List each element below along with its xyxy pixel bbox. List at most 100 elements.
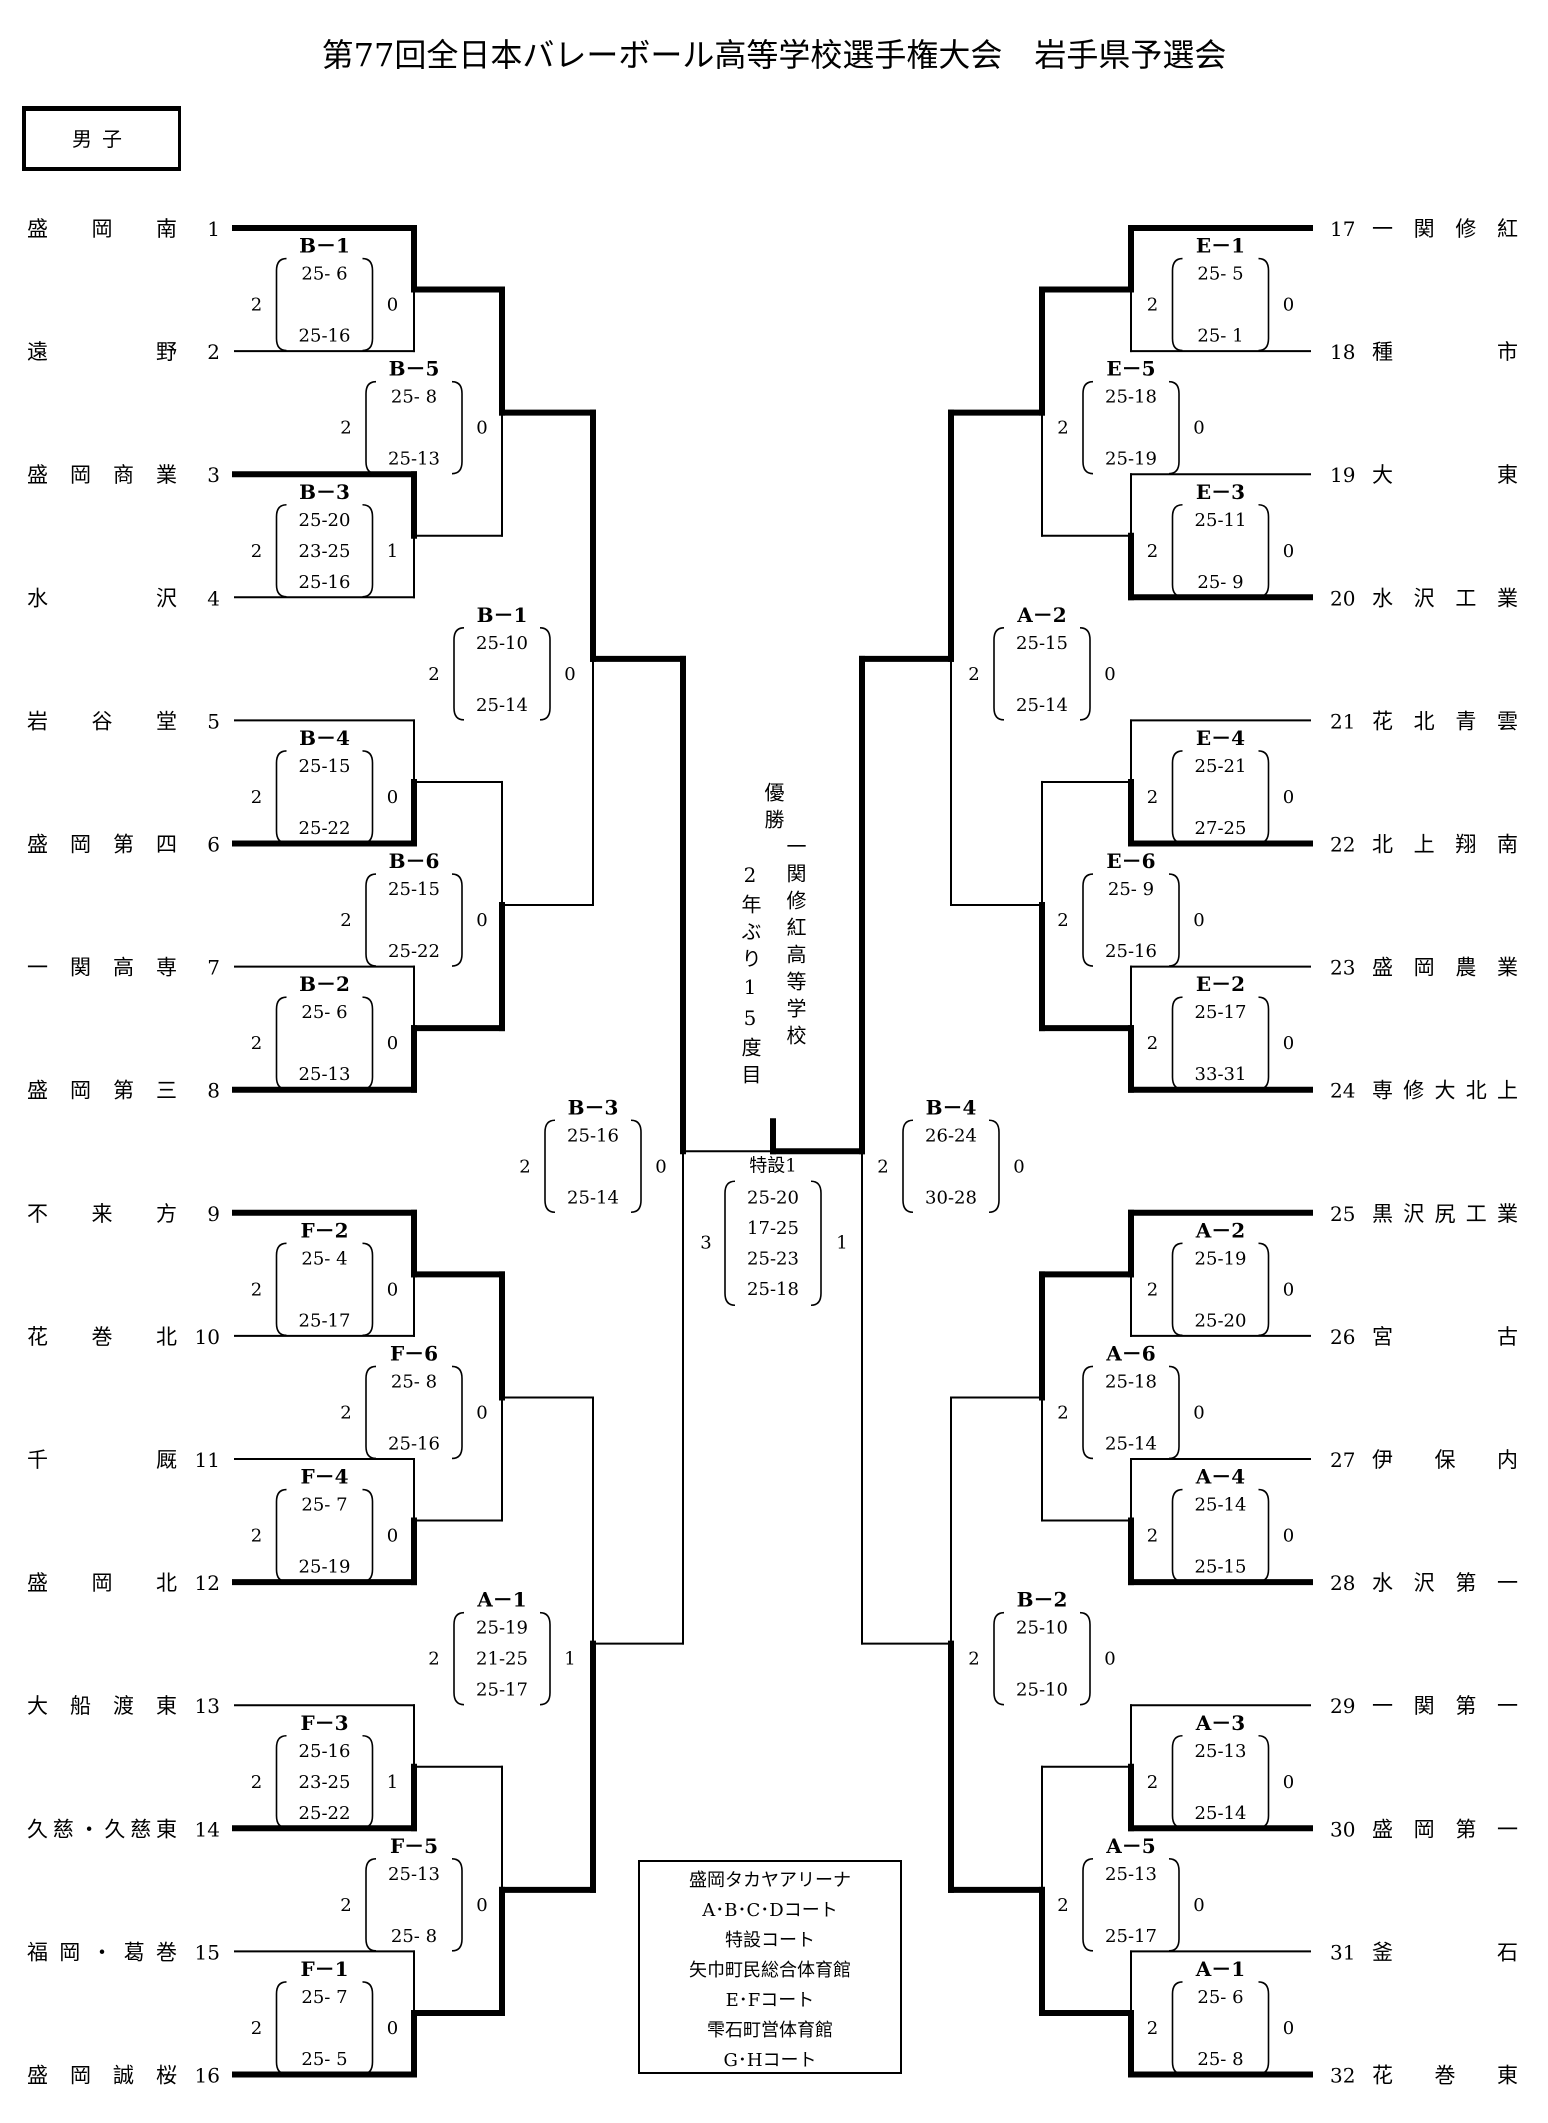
- set-score: 25-19: [1195, 1248, 1247, 1269]
- set-score: 25- 8: [391, 387, 437, 408]
- match-label: B－1: [477, 603, 528, 627]
- score-bracket-left: [365, 1858, 377, 1952]
- match-label: A－2: [1195, 1218, 1245, 1242]
- match-label: F－3: [300, 1711, 348, 1735]
- sets-won-left: 2: [968, 1649, 979, 1670]
- team-seed: 31: [1330, 1940, 1355, 1964]
- match-label: E－6: [1106, 849, 1155, 873]
- match-label: F－1: [300, 1957, 348, 1981]
- sets-won-right: 0: [387, 787, 398, 808]
- score-bracket-right: [539, 1611, 551, 1706]
- team-name: 大東: [1372, 463, 1518, 487]
- team-name: 盛岡南: [27, 217, 177, 241]
- sets-won-right: 0: [1283, 1526, 1294, 1547]
- team-seed: 30: [1330, 1817, 1355, 1841]
- team-name: 盛岡北: [27, 1571, 177, 1595]
- team-name: 大船渡東: [27, 1694, 177, 1718]
- sets-won-right: 0: [1193, 1895, 1204, 1916]
- team-name: 宮古: [1372, 1325, 1518, 1349]
- set-score: 25-21: [1195, 756, 1247, 777]
- score-bracket-right: [451, 380, 463, 475]
- team-name: 水沢工業: [1372, 586, 1518, 610]
- sets-won-left: 2: [519, 1156, 530, 1177]
- sets-won-left: 2: [1057, 1402, 1068, 1423]
- set-score: 25-13: [299, 1064, 351, 1085]
- score-bracket-right: [630, 1119, 642, 1214]
- match-label: A－3: [1195, 1711, 1245, 1735]
- team-name: 遠野: [27, 340, 177, 364]
- score-bracket-left: [1171, 996, 1183, 1090]
- score-bracket-left: [275, 750, 287, 844]
- team-seed: 29: [1330, 1694, 1355, 1718]
- set-score: 25-13: [388, 1864, 440, 1885]
- score-bracket-left: [1082, 1365, 1094, 1460]
- set-score: 25- 7: [301, 1987, 347, 2008]
- score-bracket-right: [988, 1119, 1000, 1214]
- team-seed: 24: [1330, 1079, 1355, 1103]
- match-label: F－6: [390, 1341, 438, 1365]
- set-score: 25-17: [1195, 1002, 1247, 1023]
- team-seed: 8: [207, 1079, 220, 1103]
- score-bracket-right: [1168, 1858, 1180, 1952]
- sets-won-right: 0: [476, 1895, 487, 1916]
- score-bracket-right: [539, 627, 551, 721]
- team-name: 釜石: [1372, 1940, 1518, 1964]
- set-score: 25-20: [299, 510, 351, 531]
- score-bracket-right: [1258, 1734, 1270, 1829]
- match-label: E－2: [1196, 972, 1245, 996]
- set-score: 25- 8: [1197, 2049, 1243, 2070]
- sets-won-right: 1: [564, 1649, 575, 1670]
- venue-line: A･B･C･Dコート: [702, 1900, 838, 1921]
- team-seed: 21: [1330, 709, 1355, 733]
- venue-line: 矢巾町民総合体育館: [689, 1960, 851, 1981]
- set-score: 25- 5: [301, 2049, 347, 2070]
- match-label: F－5: [390, 1834, 438, 1858]
- page-title: 第77回全日本バレーボール高等学校選手権大会 岩手県予選会: [321, 36, 1227, 74]
- set-score: 25-10: [476, 633, 528, 654]
- score-bracket-left: [1082, 873, 1094, 967]
- score-bracket-left: [365, 873, 377, 967]
- score-bracket-left: [1171, 257, 1183, 352]
- set-score: 30-28: [925, 1187, 977, 1208]
- match-label: B－2: [299, 972, 350, 996]
- team-name: 不来方: [27, 1202, 177, 1226]
- sets-won-left: 2: [1147, 787, 1158, 808]
- set-score: 25-15: [1195, 1557, 1247, 1578]
- set-score: 23-25: [299, 541, 351, 562]
- sets-won-left: 2: [340, 910, 351, 931]
- set-score: 17-25: [747, 1218, 799, 1239]
- set-score: 25-22: [299, 1803, 351, 1824]
- team-seed: 5: [207, 709, 220, 733]
- score-bracket-left: [902, 1119, 914, 1214]
- team-seed: 23: [1330, 956, 1355, 980]
- set-score: 25-14: [1105, 1433, 1157, 1454]
- sets-won-right: 0: [1283, 1772, 1294, 1793]
- sets-won-right: 0: [387, 295, 398, 316]
- sets-won-right: 0: [387, 1033, 398, 1054]
- team-name: 花巻東: [1372, 2064, 1518, 2088]
- set-score: 25-13: [1195, 1741, 1247, 1762]
- sets-won-right: 1: [387, 541, 398, 562]
- score-bracket-left: [275, 503, 287, 598]
- sets-won-left: 2: [340, 1402, 351, 1423]
- sets-won-right: 1: [836, 1232, 847, 1253]
- team-seed: 17: [1330, 217, 1355, 241]
- team-seed: 9: [207, 1202, 220, 1226]
- set-score: 25-17: [476, 1680, 528, 1701]
- sets-won-left: 2: [340, 418, 351, 439]
- team-seed: 2: [207, 340, 220, 364]
- venue-legend: 盛岡タカヤアリーナ A･B･C･Dコート 特設コート 矢巾町民総合体育館 E･F…: [638, 1860, 902, 2074]
- sets-won-right: 0: [1104, 664, 1115, 685]
- sets-won-left: 2: [340, 1895, 351, 1916]
- team-seed: 13: [195, 1694, 220, 1718]
- set-score: 26-24: [925, 1125, 977, 1146]
- venue-line: 盛岡タカヤアリーナ: [689, 1870, 851, 1891]
- match-label: F－2: [300, 1218, 348, 1242]
- sets-won-left: 2: [251, 1526, 262, 1547]
- set-score: 25-22: [299, 818, 351, 839]
- sets-won-left: 2: [1057, 1895, 1068, 1916]
- score-bracket-left: [275, 996, 287, 1090]
- set-score: 21-25: [476, 1649, 528, 1670]
- score-bracket-left: [1171, 1488, 1183, 1583]
- sets-won-right: 0: [476, 418, 487, 439]
